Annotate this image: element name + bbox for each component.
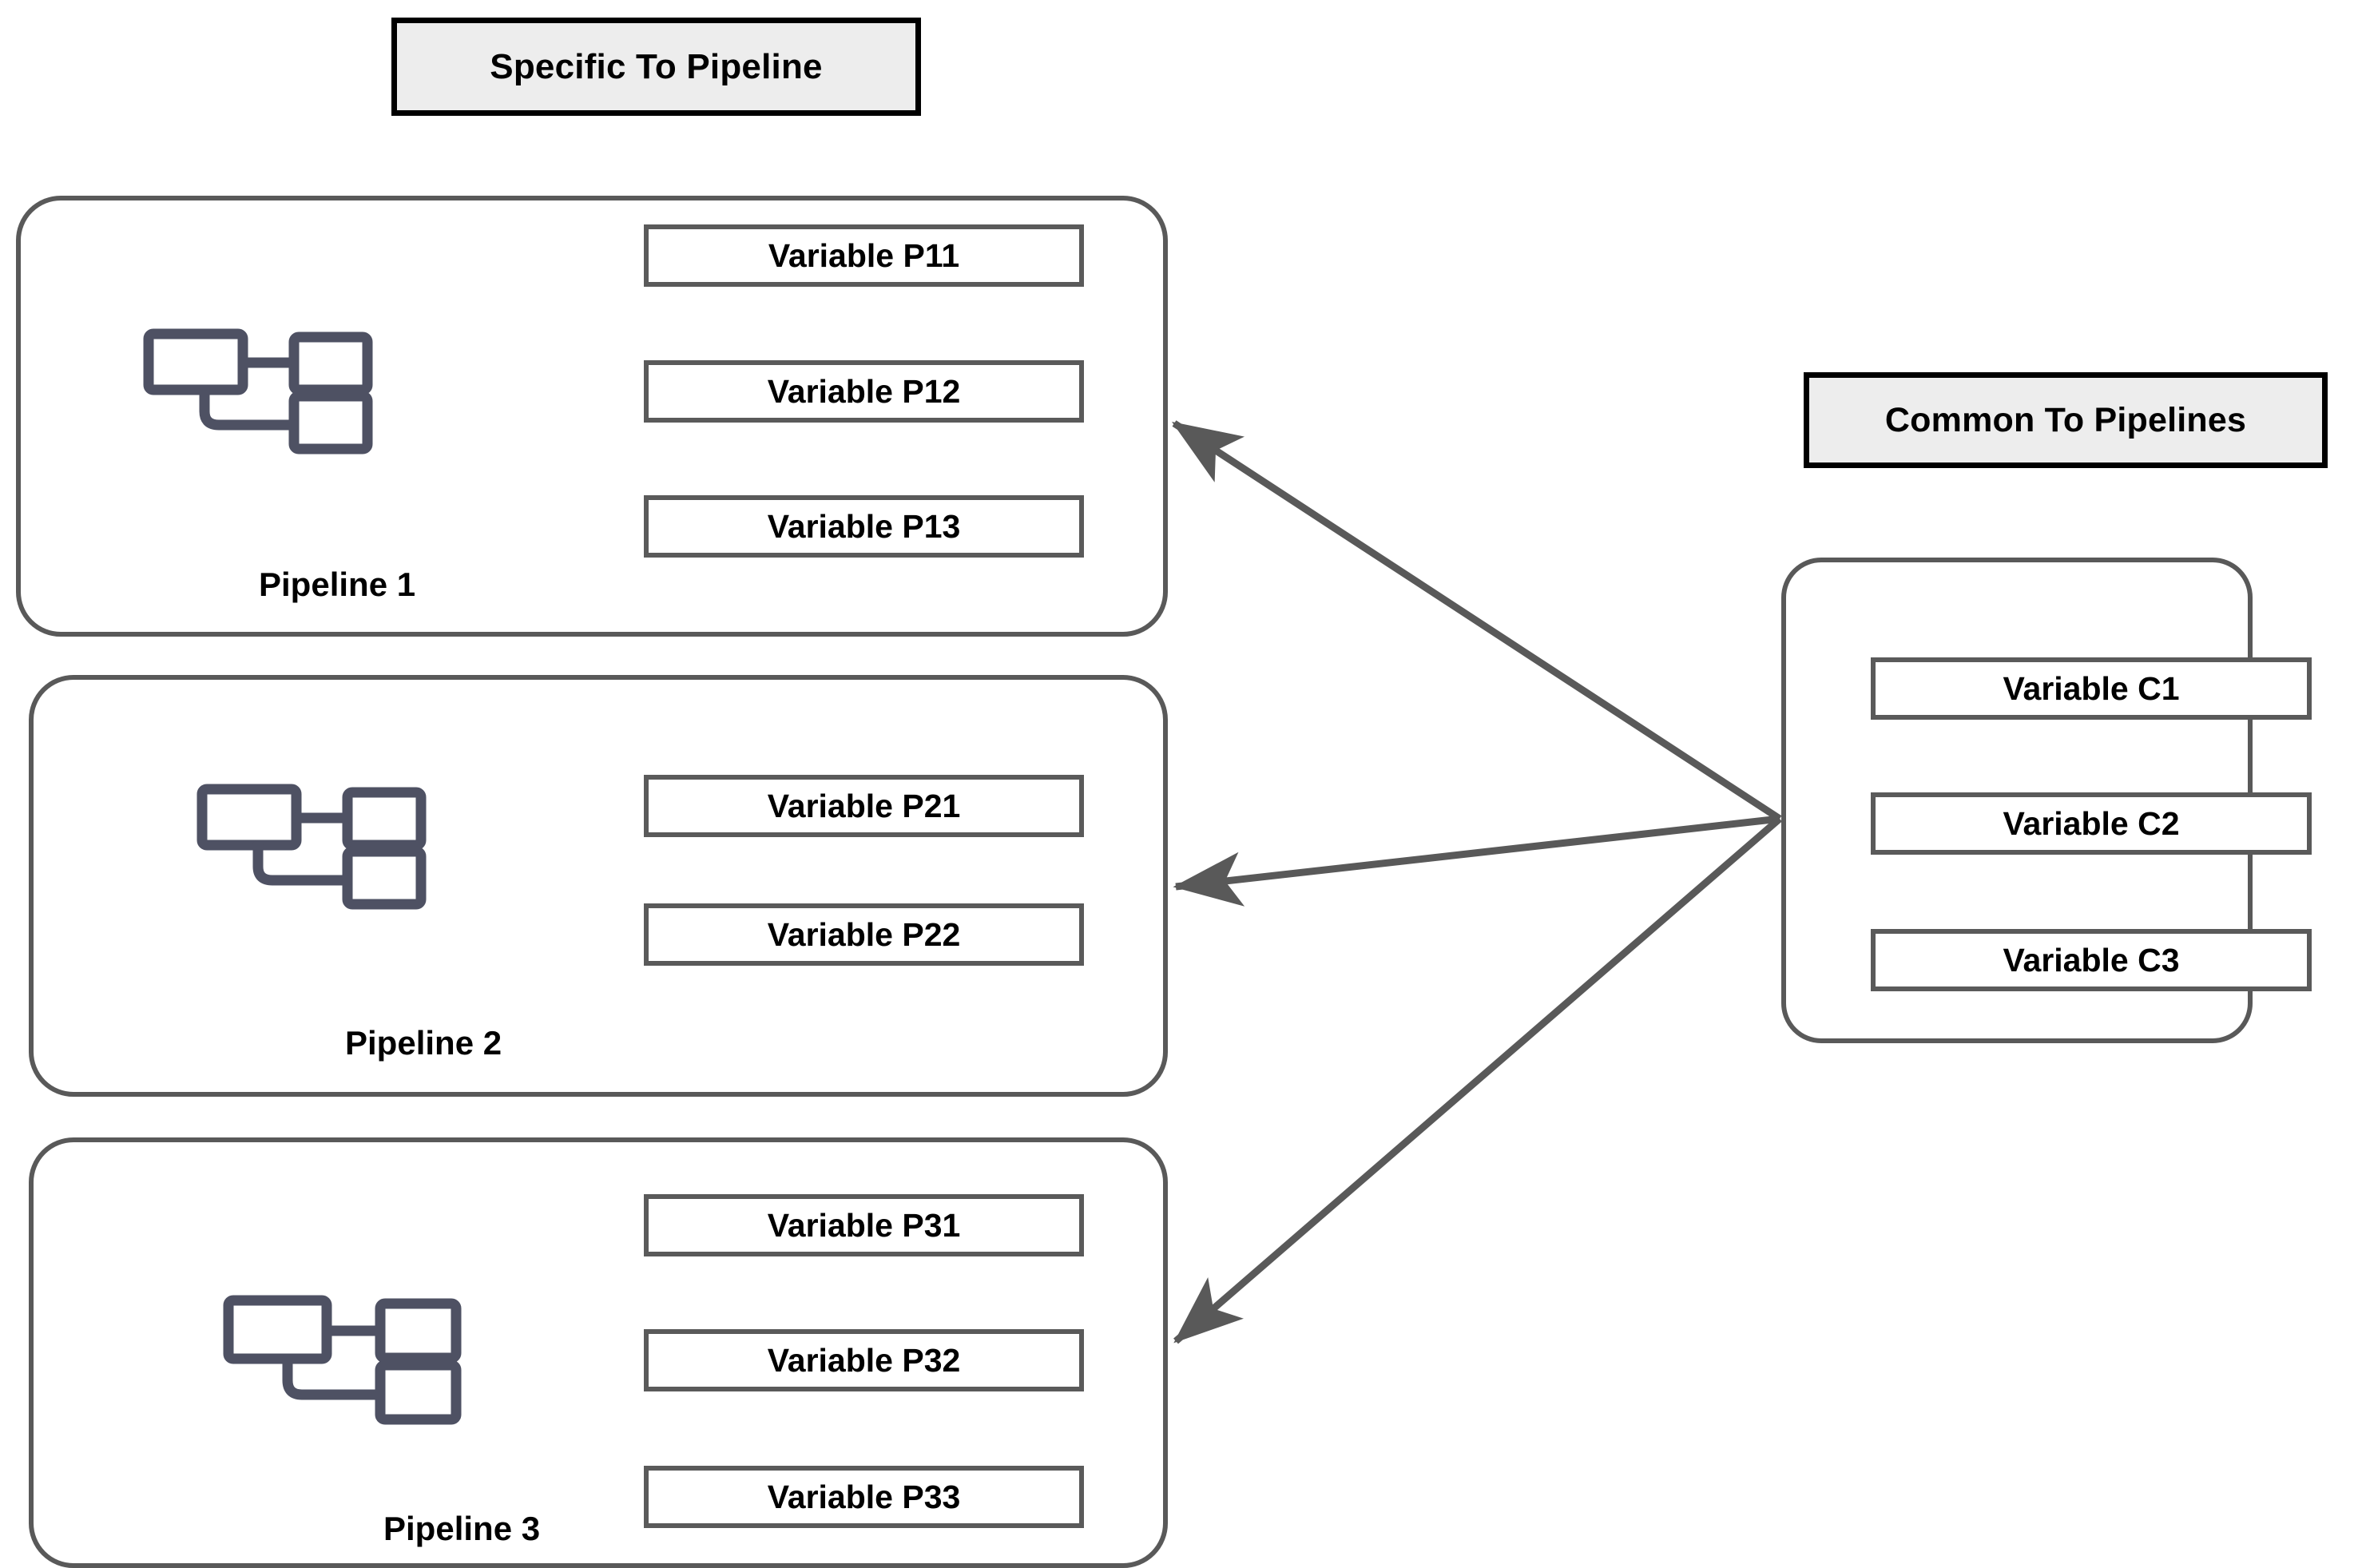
variable-chip[interactable]: Variable P11	[644, 224, 1084, 287]
variable-chip[interactable]: Variable P33	[644, 1466, 1084, 1528]
variable-chip[interactable]: Variable P32	[644, 1329, 1084, 1391]
pipeline-flow-icon	[143, 328, 373, 455]
variable-chip[interactable]: Variable P12	[644, 360, 1084, 423]
variable-chip[interactable]: Variable P31	[644, 1194, 1084, 1256]
pipeline-2-label: Pipeline 2	[345, 1024, 502, 1062]
pipeline-1-label: Pipeline 1	[259, 566, 416, 603]
variable-chip[interactable]: Variable C1	[1871, 657, 2312, 720]
variable-chip[interactable]: Variable C3	[1871, 929, 2312, 991]
pipeline-flow-icon	[197, 784, 427, 910]
variable-chip[interactable]: Variable P21	[644, 775, 1084, 837]
specific-to-pipeline-title: Specific To Pipeline	[391, 18, 921, 116]
arrow-common-to-pipeline-1	[1171, 420, 1782, 822]
pipeline-3-label: Pipeline 3	[383, 1510, 541, 1547]
variable-chip[interactable]: Variable P13	[644, 495, 1084, 558]
variable-chip[interactable]: Variable P22	[644, 903, 1084, 966]
variable-chip[interactable]: Variable C2	[1871, 792, 2312, 855]
pipeline-flow-icon	[223, 1295, 462, 1425]
pipeline-2-group[interactable]	[29, 675, 1168, 1097]
common-to-pipelines-title: Common To Pipelines	[1804, 372, 2328, 468]
arrow-common-to-pipeline-2	[1173, 815, 1780, 907]
arrow-common-to-pipeline-3	[1173, 816, 1782, 1344]
